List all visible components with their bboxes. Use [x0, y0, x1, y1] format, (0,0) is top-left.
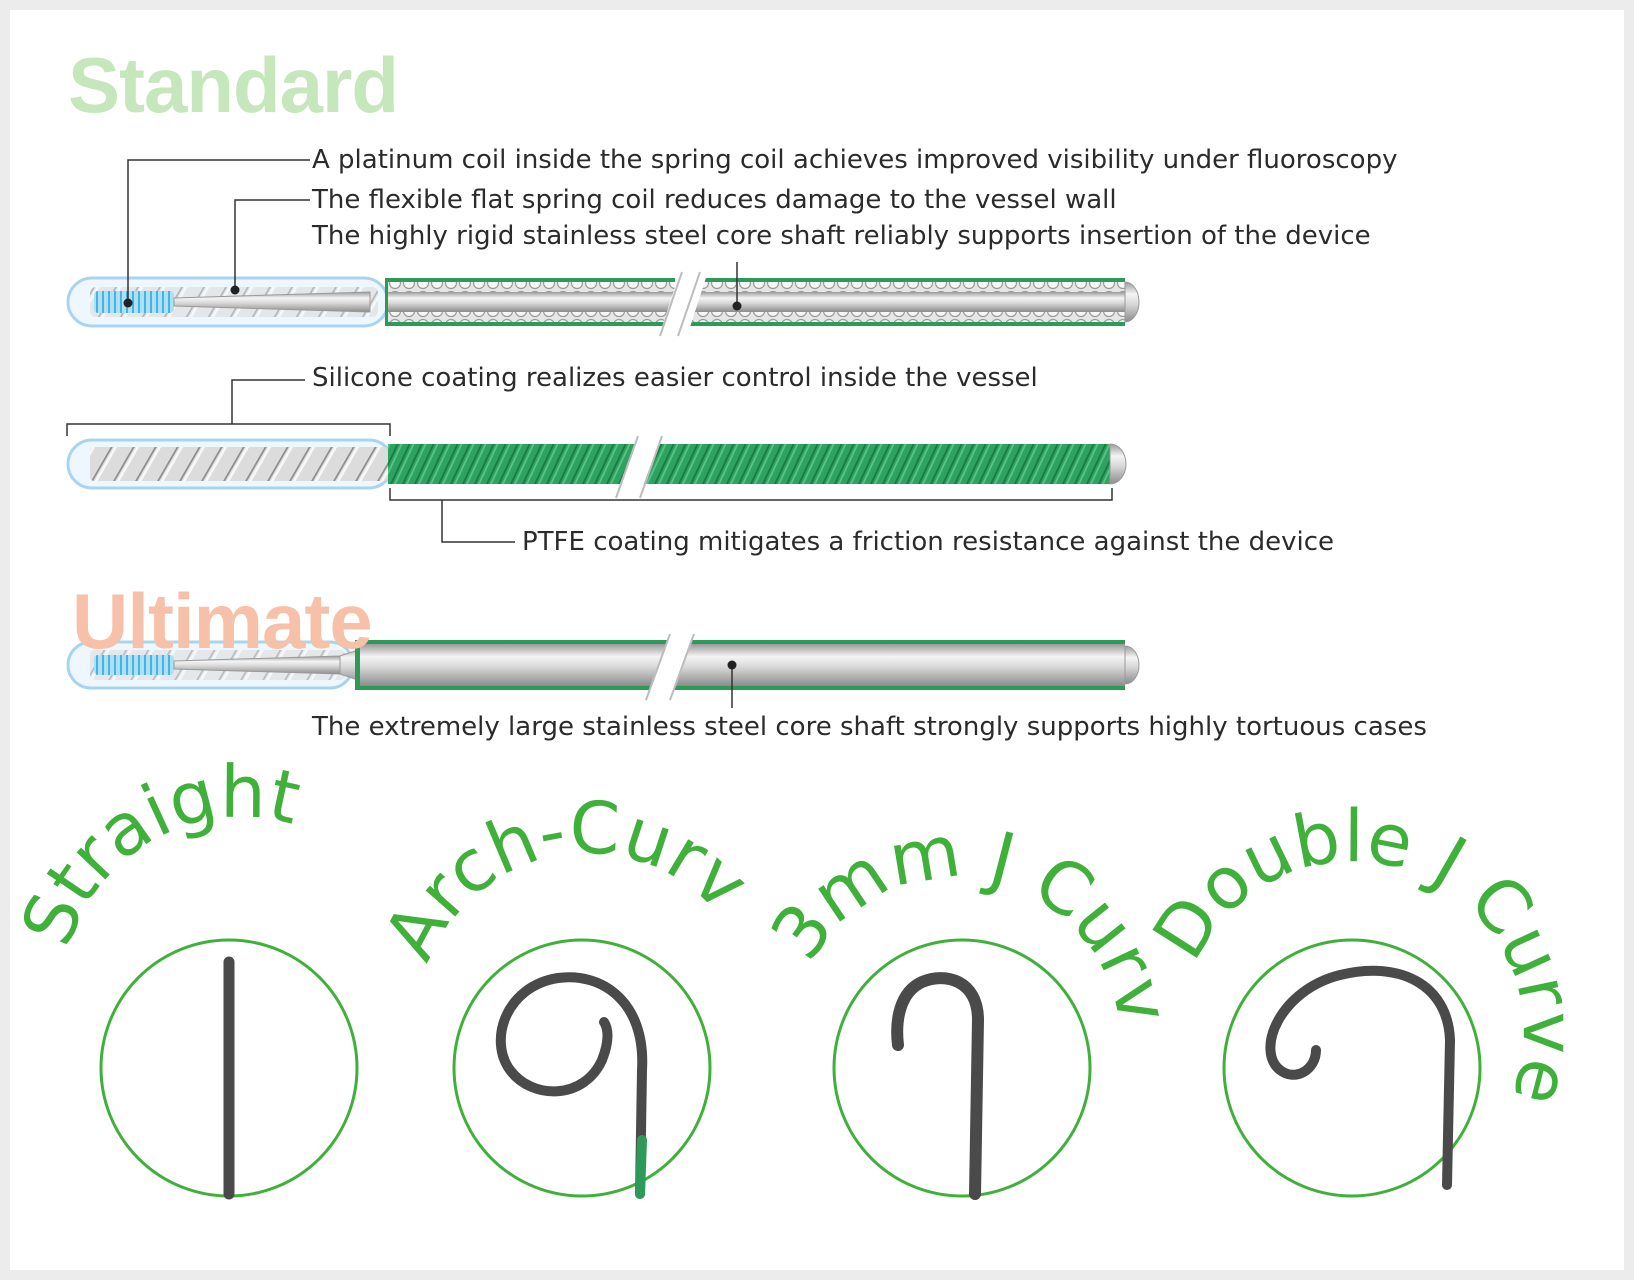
- circle-3mm-j: [832, 938, 1092, 1198]
- core-taper: [173, 291, 371, 313]
- coating-brackets: [66, 379, 1113, 543]
- ultimate-heading: Ultimate: [72, 577, 373, 665]
- dot-core: [732, 301, 742, 311]
- standard-leaders: [127, 159, 738, 306]
- core-shaft-right: [690, 292, 1125, 312]
- break-line-a: [659, 271, 683, 337]
- callout-ultimate-core: The extremely large stainless steel core…: [312, 712, 1427, 742]
- ultimate-end-cap: [1124, 645, 1140, 685]
- platinum-coil: [94, 291, 174, 313]
- dot-platinum: [123, 298, 133, 308]
- callout-ptfe: PTFE coating mitigates a friction resist…: [522, 527, 1335, 557]
- circle-arch: [452, 938, 712, 1198]
- ptfe-coat-left: [388, 444, 660, 484]
- standard-wire-coatings: [66, 435, 1127, 499]
- callout-core-shaft: The highly rigid stainless steel core sh…: [312, 221, 1371, 251]
- break-gap-3: [646, 634, 694, 698]
- standard-heading: Standard: [68, 41, 399, 129]
- label-straight: Straight: [10, 750, 307, 956]
- wire-3mm-j: [891, 972, 985, 1200]
- label-straight-path: Straight: [10, 750, 307, 956]
- break-line-d: [639, 435, 663, 499]
- circle-double-j: [1222, 938, 1482, 1198]
- break-gap: [659, 272, 708, 334]
- tip-wires: [223, 956, 1456, 1200]
- break-line-e: [645, 633, 671, 701]
- core-shaft-left: [388, 292, 675, 312]
- tip-circles: [99, 938, 1482, 1198]
- end-cap: [1124, 281, 1140, 323]
- standard-wire-structure: [66, 271, 1140, 337]
- dot-spring: [230, 285, 240, 295]
- label-double-j-curve: Double J Curve: [1136, 794, 1590, 1114]
- break-line-c: [615, 435, 639, 499]
- silicone-coil: [90, 447, 388, 481]
- break-line-b: [677, 271, 701, 337]
- dot-ultimate-core: [727, 660, 737, 670]
- ultimate-wire: [66, 633, 1140, 701]
- callout-silicone: Silicone coating realizes easier control…: [312, 363, 1038, 393]
- wire-arch-coat: [635, 1135, 647, 1199]
- wire-double-j: [1265, 965, 1456, 1190]
- diagram-page: Straight Arch-Curve 3mm J Curve Double J…: [10, 10, 1624, 1270]
- label-double-j-curve-path: Double J Curve: [1136, 794, 1590, 1114]
- ultimate-core: [360, 644, 1125, 686]
- callout-platinum-coil: A platinum coil inside the spring coil a…: [312, 145, 1398, 175]
- ptfe-coat-right: [650, 444, 1110, 484]
- guidewire-diagram: Straight Arch-Curve 3mm J Curve Double J…: [10, 10, 1591, 1200]
- callout-flat-spring-coil: The flexible flat spring coil reduces da…: [312, 185, 1117, 215]
- ultimate-platinum-coil: [94, 655, 174, 675]
- wire-arch: [495, 972, 648, 1199]
- end-cap-2: [1109, 443, 1127, 485]
- break-line-f: [669, 633, 695, 701]
- break-gap-2: [616, 436, 662, 494]
